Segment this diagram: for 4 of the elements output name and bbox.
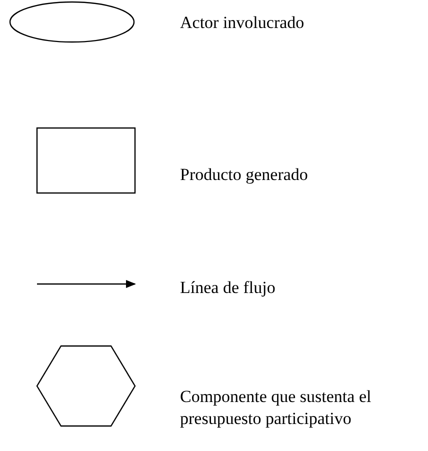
- legend-text: Línea de flujo: [180, 277, 276, 299]
- legend-text: Componente que sustenta el presupuesto participativo: [180, 386, 372, 430]
- legend-text: Actor involucrado: [180, 12, 306, 34]
- legend-text: Producto generado: [180, 164, 309, 186]
